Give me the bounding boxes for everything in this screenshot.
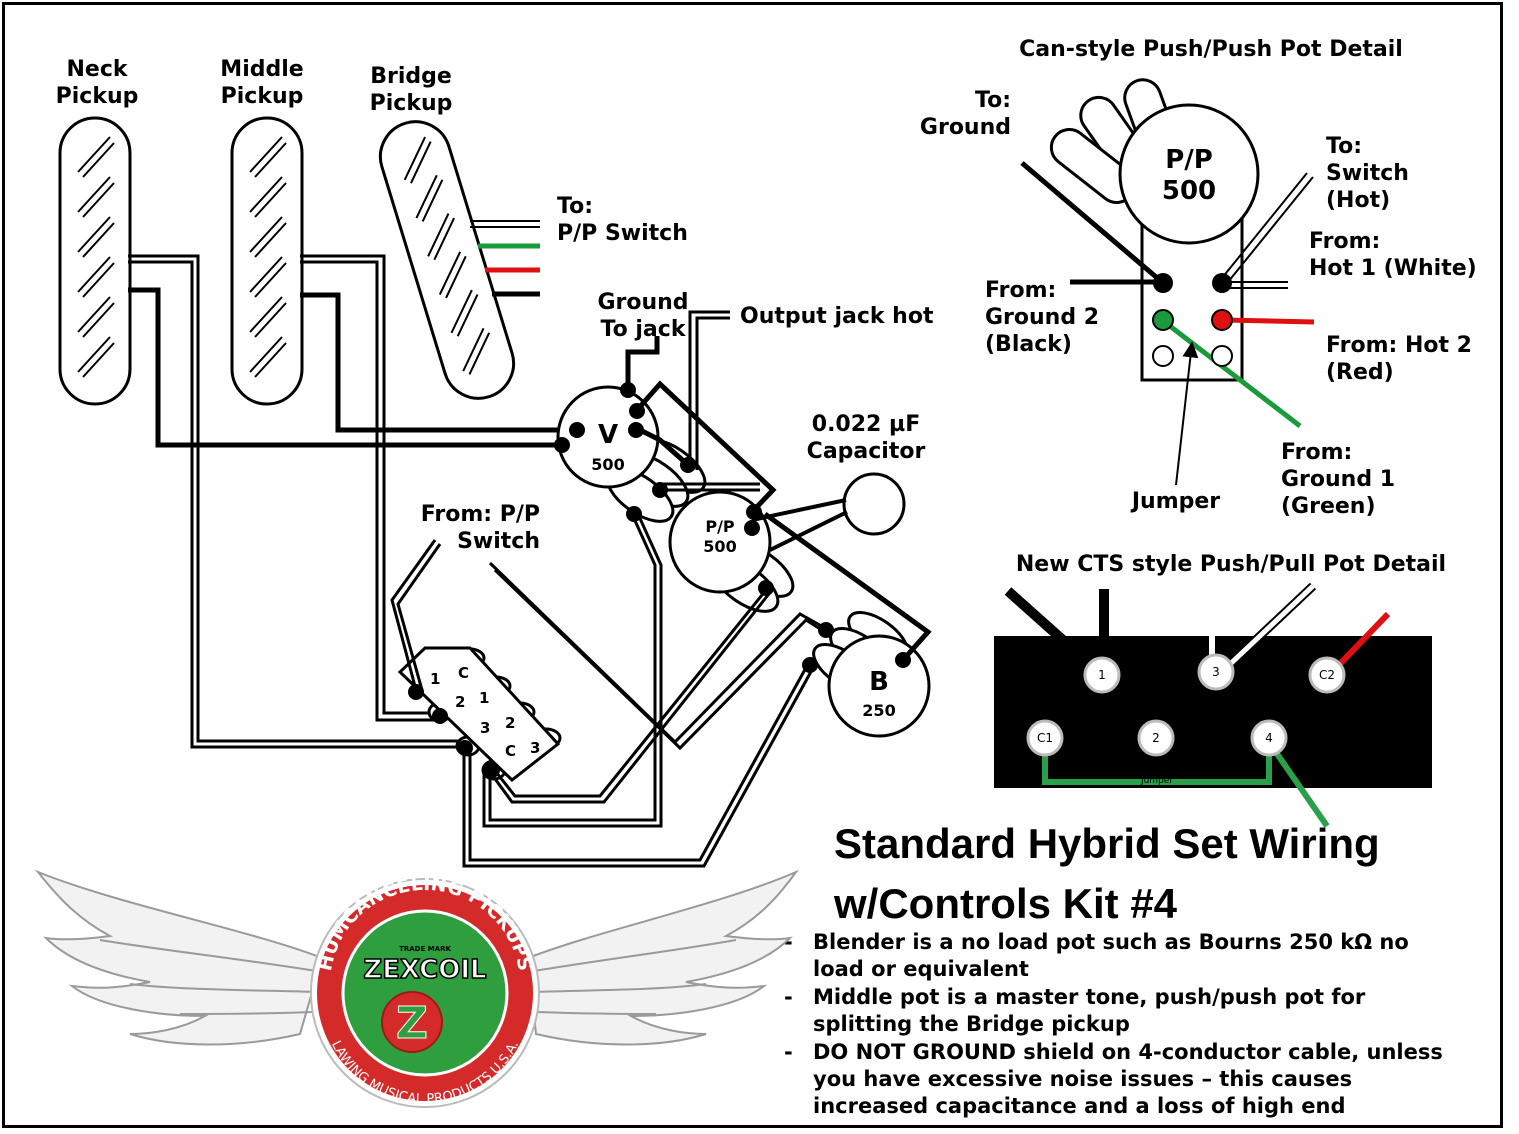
can-to-ground-2: Ground — [920, 115, 1011, 140]
zexcoil-logo: HUMCANCELING PICKUPS LAWING MUSICAL PROD… — [34, 869, 799, 1108]
solder-joints — [408, 382, 911, 778]
ground-to-jack-label-1: Ground — [597, 290, 688, 315]
note-bullet-3: - — [784, 1040, 793, 1064]
to-pp-switch-label-2: P/P Switch — [557, 221, 688, 246]
to-pp-switch-label-1: To: — [557, 194, 593, 219]
main-wires — [390, 310, 932, 868]
note-3-line-1: DO NOT GROUND shield on 4-conductor cabl… — [813, 1040, 1443, 1064]
blender-pot-value: 250 — [862, 701, 895, 720]
cts-lug-1: 1 — [1098, 668, 1106, 682]
capacitor-label-2: Capacitor — [807, 439, 926, 464]
sw-lug-1b: 1 — [479, 689, 489, 707]
left-wing-icon — [34, 869, 324, 1046]
notes: - Blender is a no load pot such as Bourn… — [784, 930, 1443, 1118]
cts-lug-c1: C1 — [1037, 731, 1053, 745]
logo-trademark: TRADE MARK — [399, 945, 451, 953]
logo-z-letter: Z — [396, 998, 428, 1049]
bridge-leads — [470, 220, 540, 297]
neck-pickup-label-2: Pickup — [56, 84, 139, 109]
can-from-ground1-2: Ground 1 — [1281, 467, 1395, 492]
middle-pickup — [230, 116, 304, 406]
push-push-pot: P/P 500 — [668, 490, 795, 613]
pp-pot-letter: P/P — [705, 517, 735, 536]
note-2-line-1: Middle pot is a master tone, push/push p… — [813, 985, 1366, 1009]
note-3-line-3: increased capacitance and a loss of high… — [813, 1094, 1346, 1118]
note-1-line-2: load or equivalent — [813, 957, 1029, 981]
can-from-ground1-1: From: — [1281, 440, 1352, 465]
can-from-hot1-2: Hot 1 (White) — [1309, 256, 1477, 281]
sw-lug-3a: 3 — [480, 719, 490, 737]
cts-jumper-label: Jumper — [1140, 776, 1173, 786]
main-title-1: Standard Hybrid Set Wiring — [834, 820, 1380, 867]
cts-lug-3: 3 — [1212, 665, 1220, 679]
cts-lug-4: 4 — [1265, 731, 1273, 745]
middle-pickup-label-2: Pickup — [221, 84, 304, 109]
pp-pot-value: 500 — [703, 537, 736, 556]
cts-lug-c2: C2 — [1319, 668, 1335, 682]
can-style-detail: Can-style Push/Push Pot Detail P/P 500 T… — [920, 37, 1477, 519]
can-to-ground-1: To: — [975, 88, 1011, 113]
volume-pot-letter: V — [598, 420, 618, 450]
ground-to-jack-label-2: To jack — [601, 317, 687, 342]
can-from-ground2-2: Ground 2 — [985, 305, 1099, 330]
from-pp-switch-label-1: From: P/P — [421, 502, 540, 527]
logo-brand: ZEXCOIL — [363, 955, 486, 985]
capacitor-label-1: 0.022 µF — [812, 412, 920, 437]
output-jack-hot-label: Output jack hot — [740, 304, 934, 329]
can-from-hot2-1: From: Hot 2 — [1326, 333, 1472, 358]
cts-style-title: New CTS style Push/Pull Pot Detail — [1016, 552, 1446, 577]
note-3-line-2: you have excessive noise issues – this c… — [813, 1067, 1352, 1091]
bridge-pickup-label-2: Pickup — [370, 91, 453, 116]
note-1-line-1: Blender is a no load pot such as Bourns … — [813, 930, 1409, 954]
can-style-title: Can-style Push/Push Pot Detail — [1019, 37, 1403, 62]
blender-pot-letter: B — [869, 667, 889, 697]
can-to-switch-1: To: — [1326, 134, 1362, 159]
neck-pickup — [58, 116, 132, 406]
sw-lug-1a: 1 — [430, 670, 440, 688]
sw-lug-3b: 3 — [530, 739, 540, 757]
from-pp-switch-label-2: Switch — [457, 529, 540, 554]
can-to-switch-3: (Hot) — [1326, 188, 1390, 213]
cts-lug-2: 2 — [1152, 731, 1160, 745]
right-wing-icon — [526, 869, 799, 1046]
note-bullet-2: - — [784, 985, 793, 1009]
can-jumper-label: Jumper — [1130, 489, 1220, 514]
cts-style-detail: New CTS style Push/Pull Pot Detail Jumpe… — [994, 552, 1446, 828]
neck-pickup-label-1: Neck — [66, 57, 128, 82]
volume-pot-value: 500 — [591, 455, 624, 474]
bridge-pickup — [378, 120, 516, 400]
sw-lug-2b: 2 — [505, 714, 515, 732]
middle-wires — [300, 254, 577, 722]
main-title-2: w/Controls Kit #4 — [833, 880, 1178, 927]
sw-lug-2a: 2 — [455, 693, 465, 711]
note-2-line-2: splitting the Bridge pickup — [813, 1012, 1130, 1036]
neck-wires — [128, 254, 560, 749]
capacitor — [751, 472, 906, 552]
can-from-hot2-2: (Red) — [1326, 360, 1394, 385]
sw-lug-c1: C — [458, 664, 469, 682]
middle-pickup-label-1: Middle — [220, 57, 303, 82]
can-from-ground2-3: (Black) — [985, 332, 1072, 357]
can-from-hot1-1: From: — [1309, 229, 1380, 254]
can-to-switch-2: Switch — [1326, 161, 1409, 186]
bridge-pickup-label-1: Bridge — [370, 64, 452, 89]
sw-lug-c2: C — [505, 742, 516, 760]
can-from-ground2-1: From: — [985, 278, 1056, 303]
can-from-ground1-3: (Green) — [1281, 494, 1376, 519]
can-pot-value: 500 — [1162, 176, 1216, 206]
note-bullet-1: - — [784, 930, 793, 954]
can-pot-letter: P/P — [1165, 145, 1213, 175]
